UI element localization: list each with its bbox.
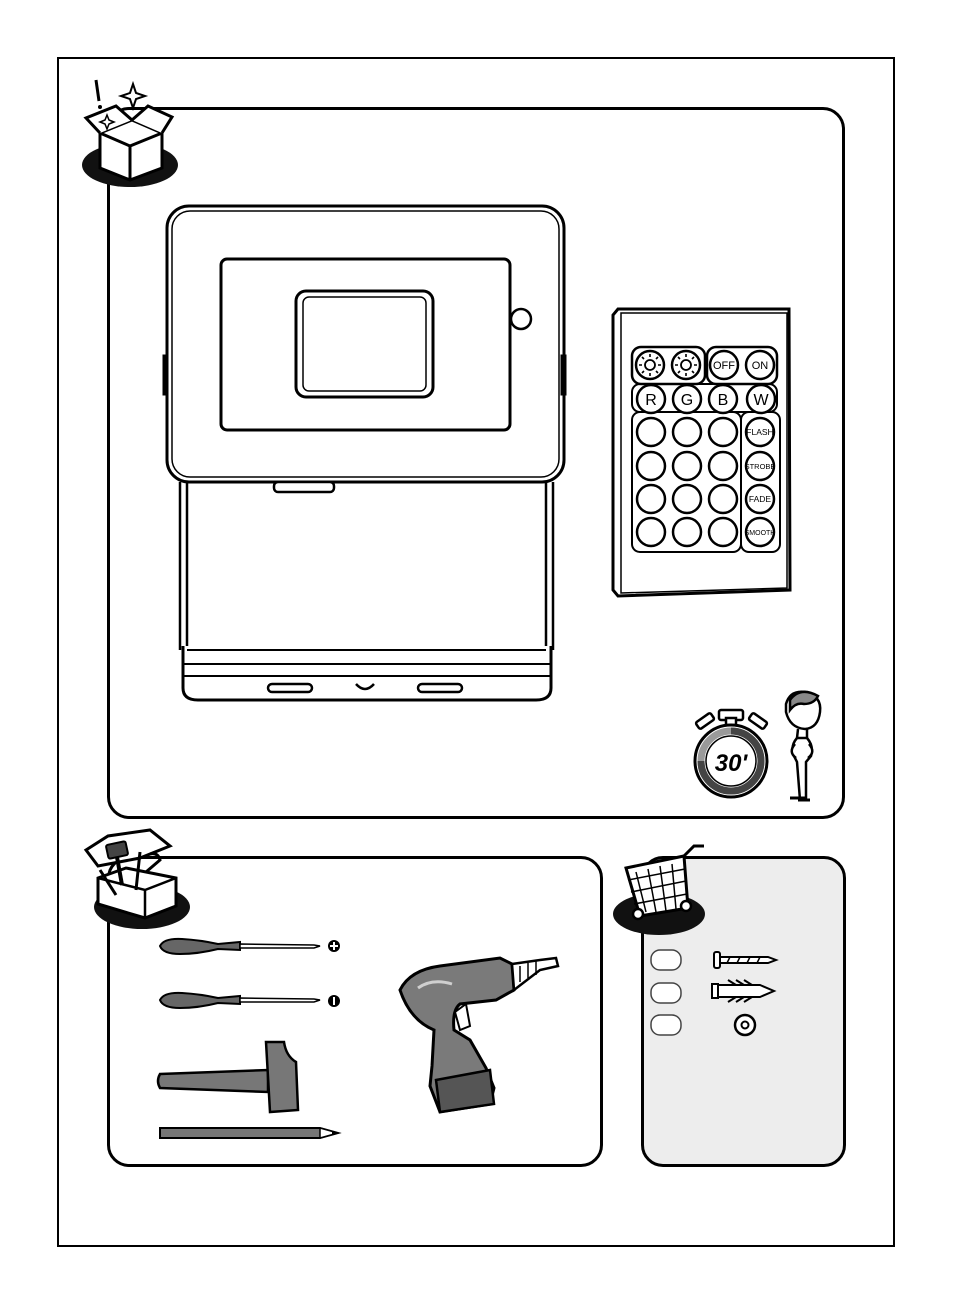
color-button[interactable] <box>673 518 701 546</box>
green-button[interactable]: G <box>673 385 701 413</box>
color-button[interactable] <box>637 418 665 446</box>
smooth-button[interactable]: SMOOTH <box>745 518 776 546</box>
brightness-down-button[interactable] <box>636 351 664 379</box>
red-button[interactable]: R <box>637 385 665 413</box>
off-button-label: OFF <box>713 360 735 372</box>
quantity-box-washer <box>651 1015 681 1035</box>
quantity-box-screw <box>651 950 681 970</box>
off-button[interactable]: OFF <box>710 351 738 379</box>
color-button[interactable] <box>637 485 665 513</box>
flash-button[interactable]: FLASH <box>746 418 774 446</box>
green-button-label: G <box>681 392 693 409</box>
ir-sensor <box>511 309 531 329</box>
hammer-icon <box>158 1042 298 1112</box>
white-button[interactable]: W <box>747 385 775 413</box>
stopwatch-label: 30' <box>715 750 749 777</box>
color-button[interactable] <box>709 518 737 546</box>
color-button[interactable] <box>637 452 665 480</box>
screw-icon <box>714 952 776 968</box>
shopping-cart-icon <box>613 846 705 935</box>
pencil-icon <box>160 1128 338 1138</box>
open-box-icon <box>82 80 178 187</box>
color-button[interactable] <box>709 418 737 446</box>
blue-button[interactable]: B <box>709 385 737 413</box>
remote-control: OFF ON R G B W <box>613 309 790 596</box>
wall-plug-icon <box>712 980 774 1002</box>
on-button[interactable]: ON <box>746 351 774 379</box>
brightness-up-button[interactable] <box>672 351 700 379</box>
controller-device <box>163 206 566 700</box>
toolbox-icon <box>86 830 190 929</box>
color-button[interactable] <box>709 485 737 513</box>
blue-button-label: B <box>718 392 729 409</box>
on-button-label: ON <box>752 360 769 372</box>
washer-icon <box>735 1015 755 1035</box>
fade-button[interactable]: FADE <box>746 485 774 513</box>
color-button[interactable] <box>637 518 665 546</box>
color-button[interactable] <box>709 452 737 480</box>
flat-screwdriver-icon <box>160 993 340 1008</box>
quantity-box-wall-plug <box>651 983 681 1003</box>
strobe-button[interactable]: STROBE <box>745 452 776 480</box>
white-button-label: W <box>753 392 769 409</box>
color-button[interactable] <box>673 418 701 446</box>
fade-button-label: FADE <box>749 494 772 504</box>
flash-button-label: FLASH <box>746 427 773 437</box>
phillips-screwdriver-icon <box>160 939 340 954</box>
strobe-button-label: STROBE <box>745 462 776 471</box>
color-button[interactable] <box>673 452 701 480</box>
color-button[interactable] <box>673 485 701 513</box>
power-drill-icon <box>400 958 558 1112</box>
smooth-button-label: SMOOTH <box>745 530 776 537</box>
red-button-label: R <box>645 392 657 409</box>
one-person-icon <box>786 692 820 800</box>
stopwatch-icon: 30' <box>695 710 768 797</box>
